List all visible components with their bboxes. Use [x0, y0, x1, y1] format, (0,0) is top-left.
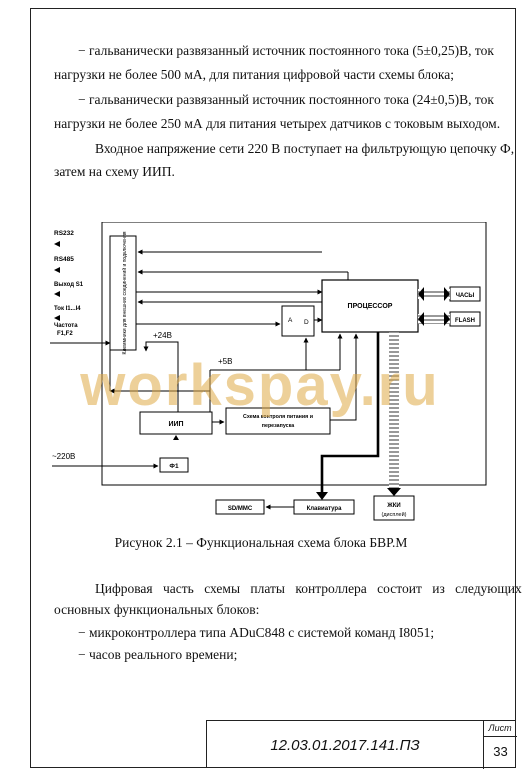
control-block — [225, 407, 331, 435]
label-rs232: RS232 — [54, 230, 74, 237]
filter-block — [159, 457, 189, 473]
text-line-9: − микроконтроллера типа ADuC848 с систем… — [78, 625, 435, 640]
label-vyhod: Выход S1 — [54, 282, 84, 288]
control-label-2: перезапуска — [262, 423, 294, 429]
text-line-4: нагрузки не более 250 мА для питания чет… — [54, 116, 501, 131]
lcd-bus-arrow — [387, 488, 401, 496]
sheet-number: 33 — [493, 744, 508, 759]
flash-bus-arrow-r — [444, 312, 450, 326]
adc-a-label: A — [288, 317, 293, 324]
rs232-arrow — [54, 241, 60, 247]
keyboard-bus — [320, 332, 380, 494]
chasy-bus-arrow-l — [418, 287, 424, 301]
text-line-2: нагрузки не более 500 мА, для питания ци… — [54, 67, 455, 82]
flash-bus-arrow-l — [418, 312, 424, 326]
text-line-7: Цифровая часть схемы платы контроллера с… — [95, 581, 522, 596]
chasy-bus — [418, 289, 450, 299]
text-line-10: − часов реального времени; — [78, 647, 238, 662]
lcd-block — [373, 495, 415, 521]
text-line-6: затем на схему ИИП. — [54, 164, 175, 179]
chasy-bus-arrow-r — [444, 287, 450, 301]
vyhod-arrow — [54, 291, 60, 297]
lcd-bus — [389, 332, 399, 488]
tok-arrow — [54, 315, 60, 321]
text-line-8: основных функциональных блоков: — [54, 602, 260, 617]
sheet-divider — [484, 736, 517, 737]
text-line-1: − гальванически развязанный источник пос… — [78, 43, 494, 58]
label-tok: Ток I1...I4 — [54, 306, 81, 312]
functional-diagram: RS232 RS485 Выход S1 Ток I1...I4 Частота… — [50, 222, 487, 521]
sheet-column: Лист 33 — [483, 721, 517, 769]
terminals-block — [109, 235, 137, 351]
processor-label: ПРОЦЕССОР — [348, 303, 393, 310]
lcd-label-2: (дисплей) — [381, 511, 406, 518]
flash-label: FLASH — [455, 318, 475, 324]
lcd-label-1: ЖКИ — [386, 503, 400, 509]
text-line-3: − гальванически развязанный источник пос… — [78, 92, 494, 107]
sheet-label: Лист — [488, 723, 512, 733]
sdmmc-block — [215, 499, 265, 515]
iip-block — [139, 411, 213, 435]
plus5-label: +5В — [218, 357, 232, 366]
terminals-label: Клеммники для внешних соединений и подкл… — [121, 231, 128, 354]
plus24-label: +24В — [153, 331, 172, 340]
plus24-line — [143, 341, 179, 412]
text-line-5: Входное напряжение сети 220 В поступает … — [95, 141, 515, 156]
iip-label: ИИП — [168, 421, 183, 428]
control-label-1: Схема контроля питания и — [243, 414, 313, 420]
title-block: 12.03.01.2017.141.ПЗ Лист 33 — [206, 720, 517, 769]
document-number: 12.03.01.2017.141.ПЗ — [270, 737, 420, 754]
processor-block — [321, 279, 419, 333]
figure-caption: Рисунок 2.1 – Функциональная схема блока… — [114, 535, 408, 550]
chasy-label: ЧАСЫ — [456, 293, 475, 299]
filter-label: Ф1 — [169, 463, 179, 470]
iip-input-arrow — [173, 435, 179, 440]
sdmmc-label: SD/MMC — [228, 506, 253, 512]
page-frame — [30, 8, 516, 768]
label-chastota: Частота — [54, 323, 78, 329]
rs485-arrow — [54, 267, 60, 273]
flash-bus — [418, 314, 450, 324]
label-f1f2: F1,F2 — [57, 331, 73, 337]
ac220-label: ~220В — [52, 452, 75, 461]
keyboard-bus-arrow — [316, 492, 328, 500]
keyboard-label: Клавиатура — [307, 506, 343, 512]
outer-box — [101, 222, 487, 486]
control-to-proc — [330, 333, 359, 421]
adc-d-label: D — [304, 319, 309, 326]
adc-block — [281, 305, 315, 337]
label-rs485: RS485 — [54, 256, 74, 263]
